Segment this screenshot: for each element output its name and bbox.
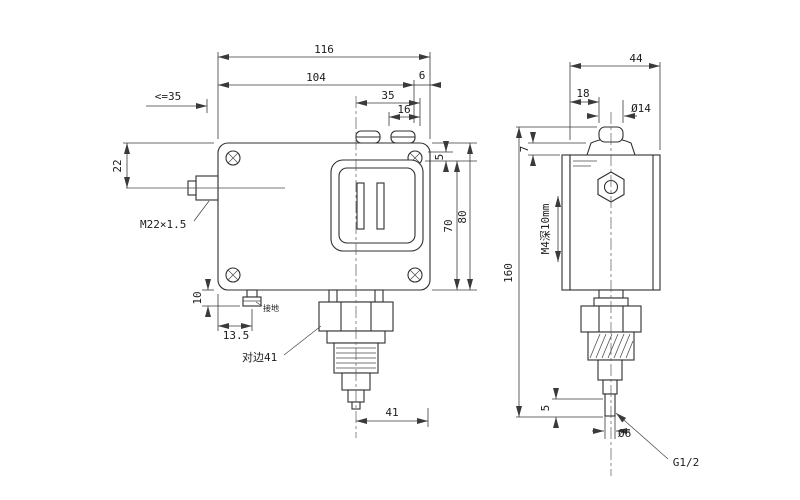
- label-text: 对边41: [242, 350, 277, 364]
- label-ground: 接地: [255, 301, 279, 313]
- dim-max-35: <=35: [146, 90, 208, 113]
- dim-16: 16: [388, 103, 420, 126]
- dim-22: 22: [111, 142, 214, 188]
- dim-35-top: 35: [356, 89, 421, 126]
- dim-text: 44: [629, 52, 643, 65]
- dim-text: 41: [385, 406, 398, 419]
- thread-hatch: [607, 333, 619, 359]
- dim-text: 5: [539, 405, 552, 412]
- window-slot: [356, 182, 365, 230]
- label-hex-flats: 对边41: [242, 325, 322, 364]
- dim-text: 18: [576, 87, 589, 100]
- label-gland-thread: M22×1.5: [140, 200, 210, 231]
- display-window: [330, 159, 424, 252]
- dim-10: 10: [191, 279, 240, 317]
- label-text: M4深10mm: [539, 203, 552, 254]
- dim-text: 116: [314, 43, 334, 56]
- front-body: [187, 130, 431, 410]
- dim-text: 160: [502, 263, 515, 283]
- dim-18: 18: [570, 87, 600, 123]
- corner-screw: [407, 267, 423, 283]
- thread-hatch: [589, 333, 601, 359]
- dim-116: 116: [217, 43, 431, 139]
- leader-line: [193, 200, 210, 222]
- thread-hatch: [613, 333, 625, 359]
- tip-tube: [604, 393, 616, 417]
- dim-5-side: 5: [539, 388, 603, 428]
- dim-text: 104: [306, 71, 326, 84]
- dim-13-5: 13.5: [217, 294, 253, 342]
- dim-70: 70: [432, 161, 477, 291]
- top-bolt-right: [390, 130, 416, 144]
- dim-text: 80: [456, 210, 469, 223]
- dim-text: 10: [191, 291, 204, 304]
- dim-dia14: Ø14: [587, 100, 651, 123]
- thread-hatch: [619, 333, 631, 359]
- leader-line: [283, 325, 322, 356]
- dim-text: 5: [433, 154, 446, 161]
- dim-text: 22: [111, 159, 124, 172]
- dim-160: 160: [502, 126, 603, 418]
- label-text: M22×1.5: [140, 218, 186, 231]
- dim-6: 6: [414, 69, 441, 88]
- ground-screw: [242, 289, 262, 307]
- top-bolt-left: [355, 130, 381, 144]
- leader-line: [615, 412, 669, 460]
- corner-screw: [225, 267, 241, 283]
- dim-80: 80: [432, 142, 477, 290]
- dim-41: 41: [356, 406, 429, 427]
- window-slot: [376, 182, 385, 230]
- dim-text: 35: [381, 89, 394, 102]
- thread-hatch: [595, 333, 607, 359]
- side-view: 44 18 Ø14 7 M4深10mm 160: [502, 52, 699, 476]
- leader-line: [255, 301, 263, 307]
- dim-dia6: Ø6: [592, 416, 631, 440]
- dim-5-front: 5: [425, 141, 477, 172]
- dim-text: 70: [442, 219, 455, 232]
- mount-plate: [561, 154, 571, 291]
- label-side-hole: M4深10mm: [539, 196, 561, 262]
- label-text: 接地: [263, 303, 279, 313]
- dim-text: 6: [419, 69, 426, 82]
- thread-hatch: [625, 340, 634, 359]
- front-view: 116 104 6 35 16 <=35: [111, 43, 477, 438]
- dim-text: 7: [518, 146, 531, 153]
- thread-hatch: [601, 333, 613, 359]
- corner-screw: [225, 150, 241, 166]
- dim-text: Ø14: [631, 102, 651, 115]
- dim-text: Ø6: [618, 427, 631, 440]
- label-port-thread: G1/2: [615, 412, 700, 469]
- dim-text: 13.5: [223, 329, 250, 342]
- dim-text: 16: [397, 103, 410, 116]
- label-text: G1/2: [673, 456, 700, 469]
- dim-text: <=35: [155, 90, 182, 103]
- dim-7: 7: [518, 132, 586, 166]
